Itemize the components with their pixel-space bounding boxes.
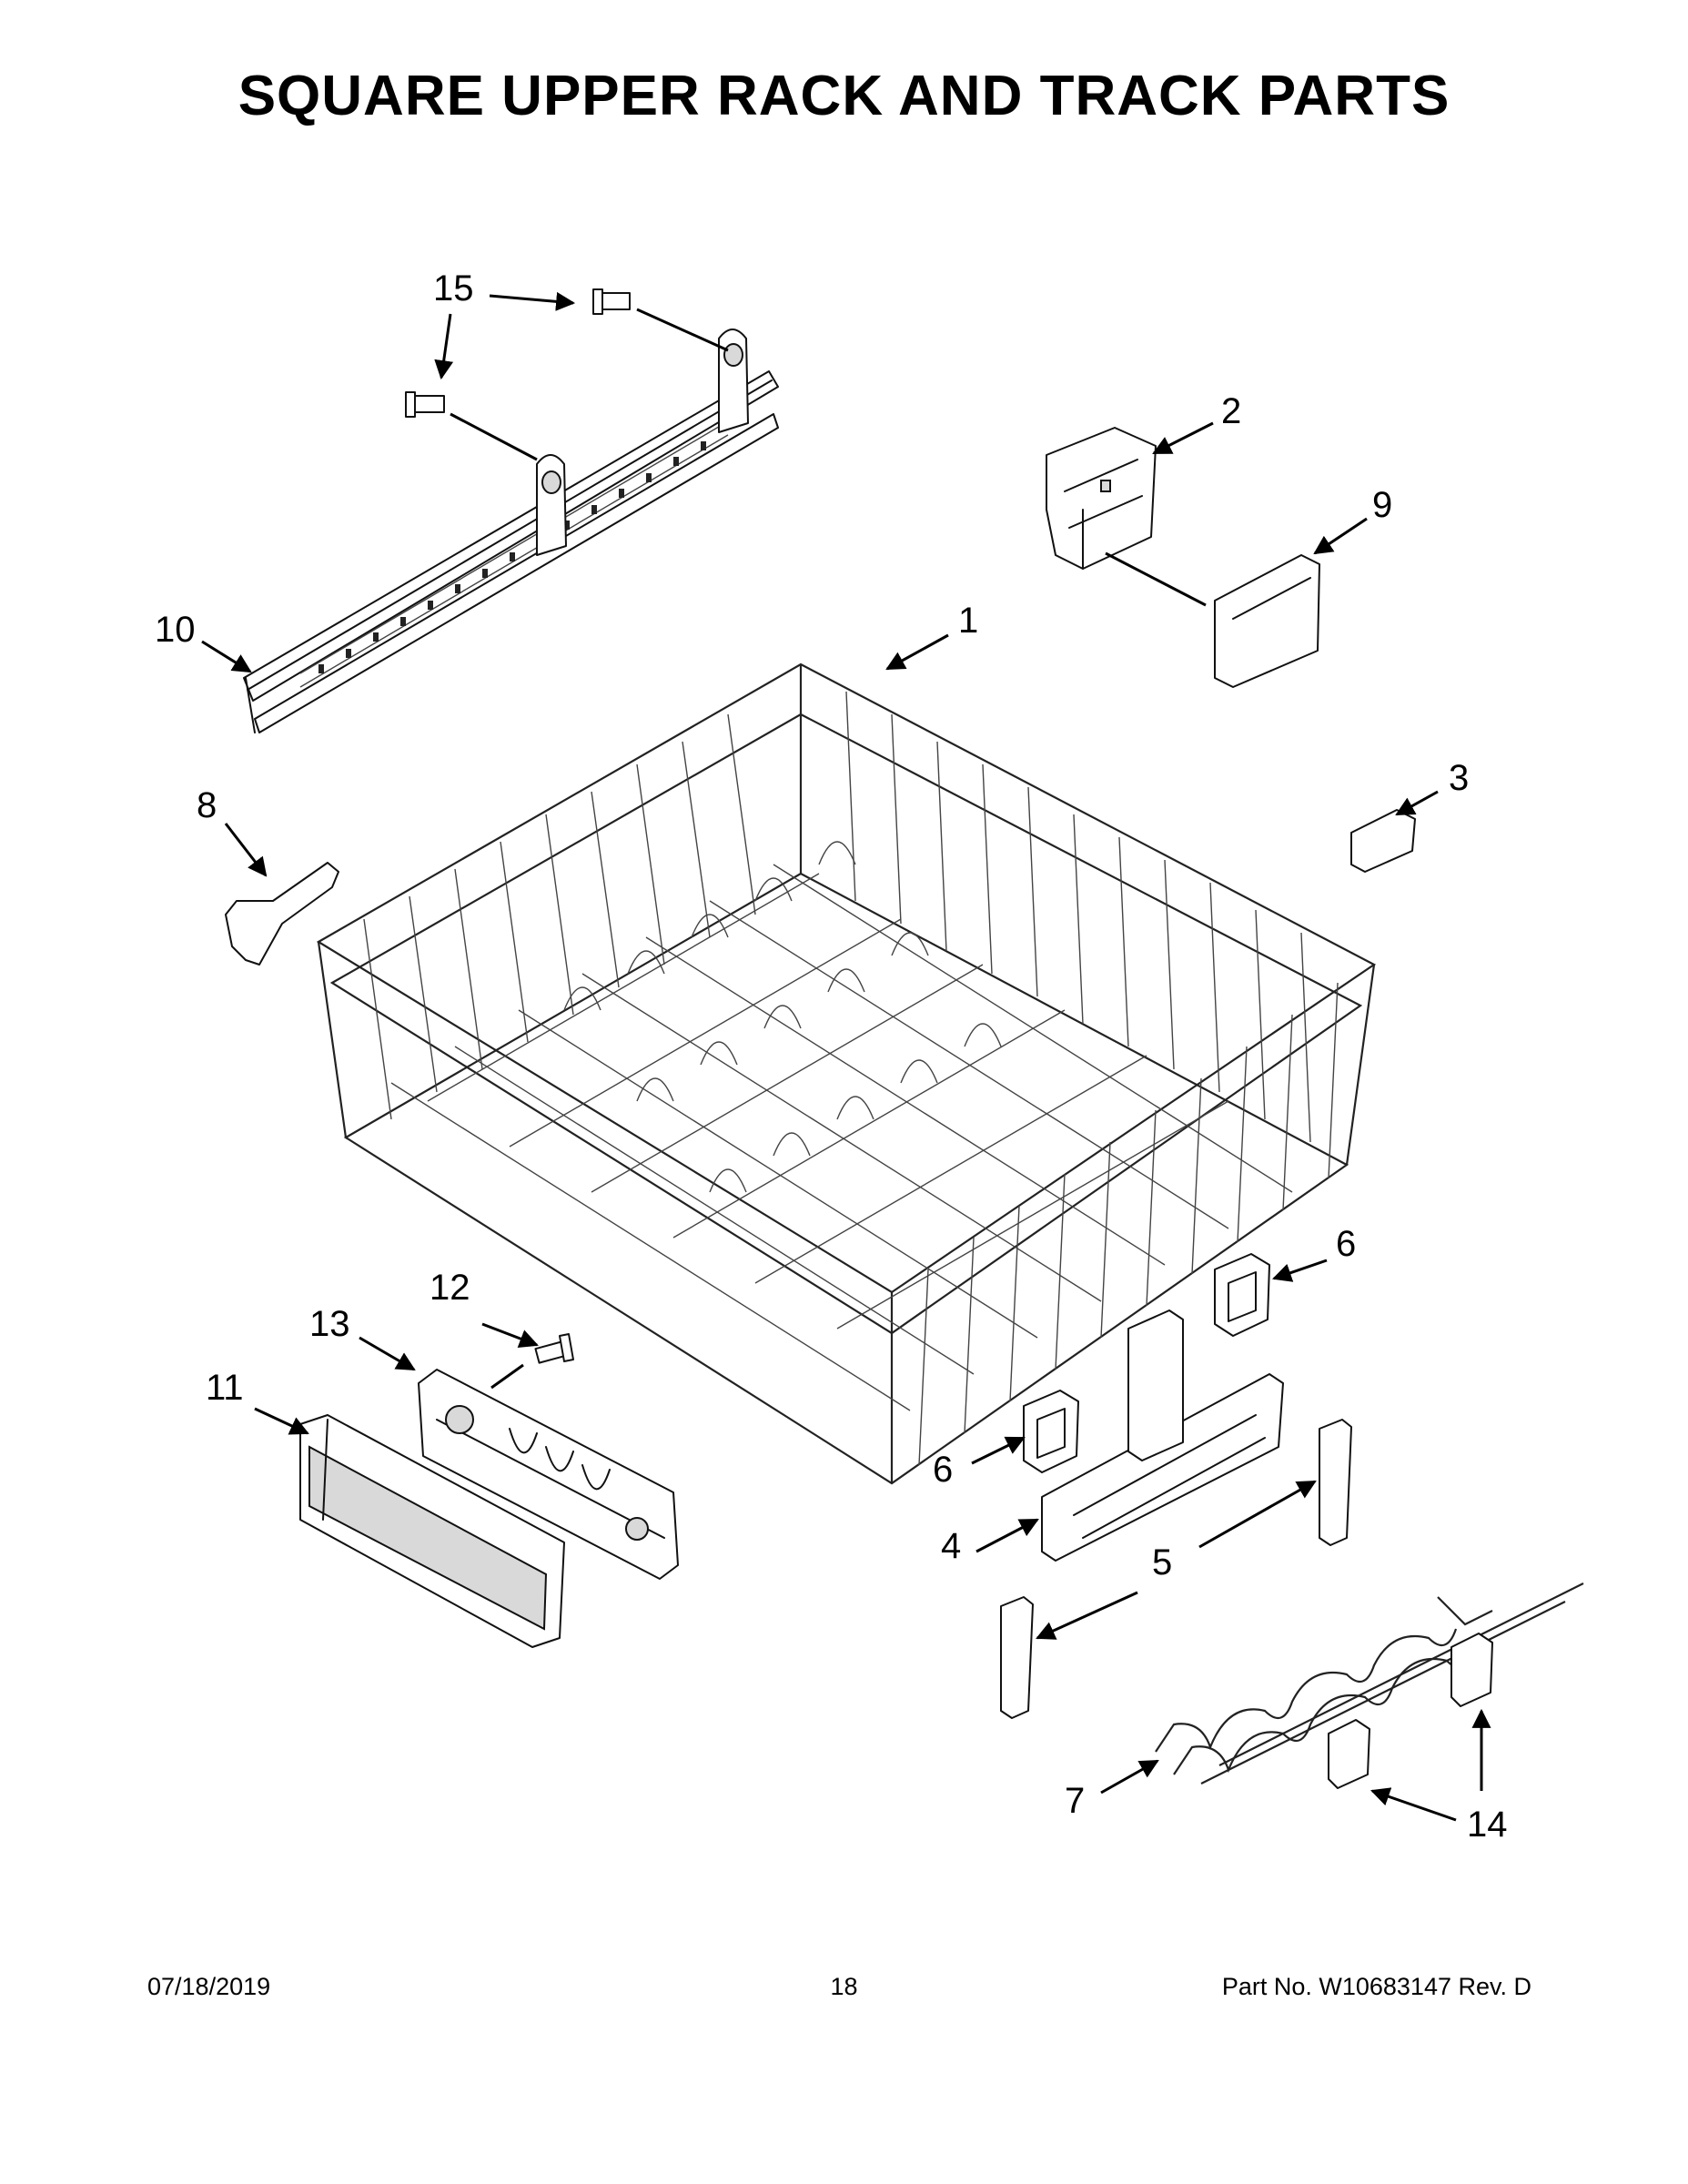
callout-12: 12 (430, 1268, 470, 1308)
adjuster-cover-part (1214, 554, 1320, 688)
cutlery-tray-bracket-part (1041, 1309, 1284, 1562)
page-title: SQUARE UPPER RACK AND TRACK PARTS (238, 65, 1450, 127)
handle-bracket-part (418, 1369, 679, 1580)
leader-arrows (201, 291, 1491, 1822)
callout-6-upper: 6 (1336, 1224, 1356, 1264)
stop-clip-part (1350, 809, 1416, 873)
callout-4: 4 (941, 1526, 961, 1566)
footer-page-number: 18 (830, 1973, 858, 2000)
footer-date: 07/18/2019 (147, 1973, 271, 2000)
screw-part-top (592, 288, 631, 315)
callout-5: 5 (1152, 1542, 1172, 1582)
callout-11: 11 (206, 1368, 244, 1408)
upper-rack-part (316, 662, 1377, 1485)
callout-9: 9 (1372, 485, 1392, 525)
footer-part-number: Part No. W10683147 Rev. D (1221, 1973, 1531, 2000)
callout-6-lower: 6 (933, 1450, 953, 1490)
rack-clip-part-upper (1214, 1253, 1270, 1337)
tine-clip-part-left (1000, 1596, 1034, 1719)
rack-clip-part-lower (1023, 1390, 1079, 1473)
callout-10: 10 (155, 610, 196, 650)
callout-1: 1 (958, 601, 978, 641)
handle-screw-part (534, 1333, 574, 1364)
tine-pivot-part-left (1328, 1719, 1370, 1789)
fold-down-tine-part (1155, 1582, 1584, 1785)
rack-adjuster-part (1046, 427, 1157, 570)
callout-3: 3 (1449, 758, 1469, 798)
rack-bumper-part (225, 862, 339, 966)
callout-15: 15 (433, 268, 474, 308)
callout-2: 2 (1221, 391, 1241, 431)
callout-7: 7 (1065, 1781, 1085, 1821)
tine-clip-part-right (1319, 1419, 1352, 1546)
track-rail-part (243, 329, 779, 733)
callout-13: 13 (309, 1304, 350, 1344)
screw-part-left (405, 391, 445, 418)
tine-pivot-part-right (1450, 1633, 1493, 1707)
callout-8: 8 (197, 785, 217, 825)
callout-14: 14 (1467, 1805, 1508, 1845)
rack-handle-part (299, 1414, 565, 1648)
